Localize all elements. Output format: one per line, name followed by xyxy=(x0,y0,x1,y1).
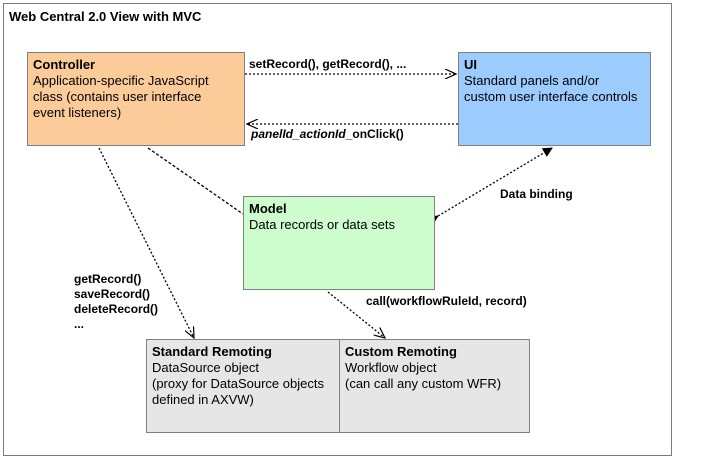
arrow-model-to-ui-binding xyxy=(427,147,553,225)
method-item: saveRecord() xyxy=(74,287,151,301)
custom-remoting-box: Custom Remoting Workflow object (can cal… xyxy=(339,339,530,433)
diagram-frame xyxy=(3,3,672,456)
onclick-label-rest: _onClick() xyxy=(345,127,404,141)
standard-remoting-title: Standard Remoting xyxy=(152,344,272,359)
standard-remoting-box: Standard Remoting DataSource object (pro… xyxy=(146,339,340,433)
standard-remoting-desc-line: DataSource object xyxy=(152,360,259,375)
ui-desc-line: Standard panels and/or xyxy=(464,73,600,88)
arrow-model-to-custom-remoting xyxy=(327,291,385,338)
controller-desc-line: event listeners) xyxy=(33,105,122,120)
model-title: Model xyxy=(249,201,287,216)
onclick-label-italic: panelId_actionId xyxy=(251,127,346,141)
call-workflow-label: call(workflowRuleId, record) xyxy=(366,294,527,308)
ui-desc-line: custom user interface controls xyxy=(464,89,638,104)
ui-box: UI Standard panels and/or custom user in… xyxy=(458,52,651,146)
arrow-controller-to-standard-remoting xyxy=(98,147,194,338)
remoting-methods-label: getRecord() saveRecord() deleteRecord() … xyxy=(74,272,158,332)
onclick-label: panelId_actionId_onClick() xyxy=(251,127,404,142)
standard-remoting-desc-line: defined in AXVW) xyxy=(152,392,254,407)
data-binding-label: Data binding xyxy=(500,187,573,201)
controller-desc-line: class (contains user interface xyxy=(33,89,202,104)
custom-remoting-desc-line: Workflow object xyxy=(345,360,437,375)
diagram-title: Web Central 2.0 View with MVC xyxy=(9,9,202,24)
set-get-record-label: setRecord(), getRecord(), ... xyxy=(249,57,407,71)
controller-desc-line: Application-specific JavaScript xyxy=(33,73,209,88)
method-item: getRecord() xyxy=(74,272,142,286)
method-item: ... xyxy=(74,317,85,331)
controller-title: Controller xyxy=(33,57,96,72)
model-desc-line: Data records or data sets xyxy=(249,217,395,232)
custom-remoting-desc-line: (can call any custom WFR) xyxy=(345,376,502,391)
custom-remoting-title: Custom Remoting xyxy=(345,344,457,359)
controller-box: Controller Application-specific JavaScri… xyxy=(27,52,245,146)
standard-remoting-desc-line: (proxy for DataSource objects xyxy=(152,376,324,391)
model-box: Model Data records or data sets xyxy=(243,196,435,290)
line-controller-to-model xyxy=(147,147,244,215)
method-item: deleteRecord() xyxy=(74,302,159,316)
ui-title: UI xyxy=(464,57,477,72)
